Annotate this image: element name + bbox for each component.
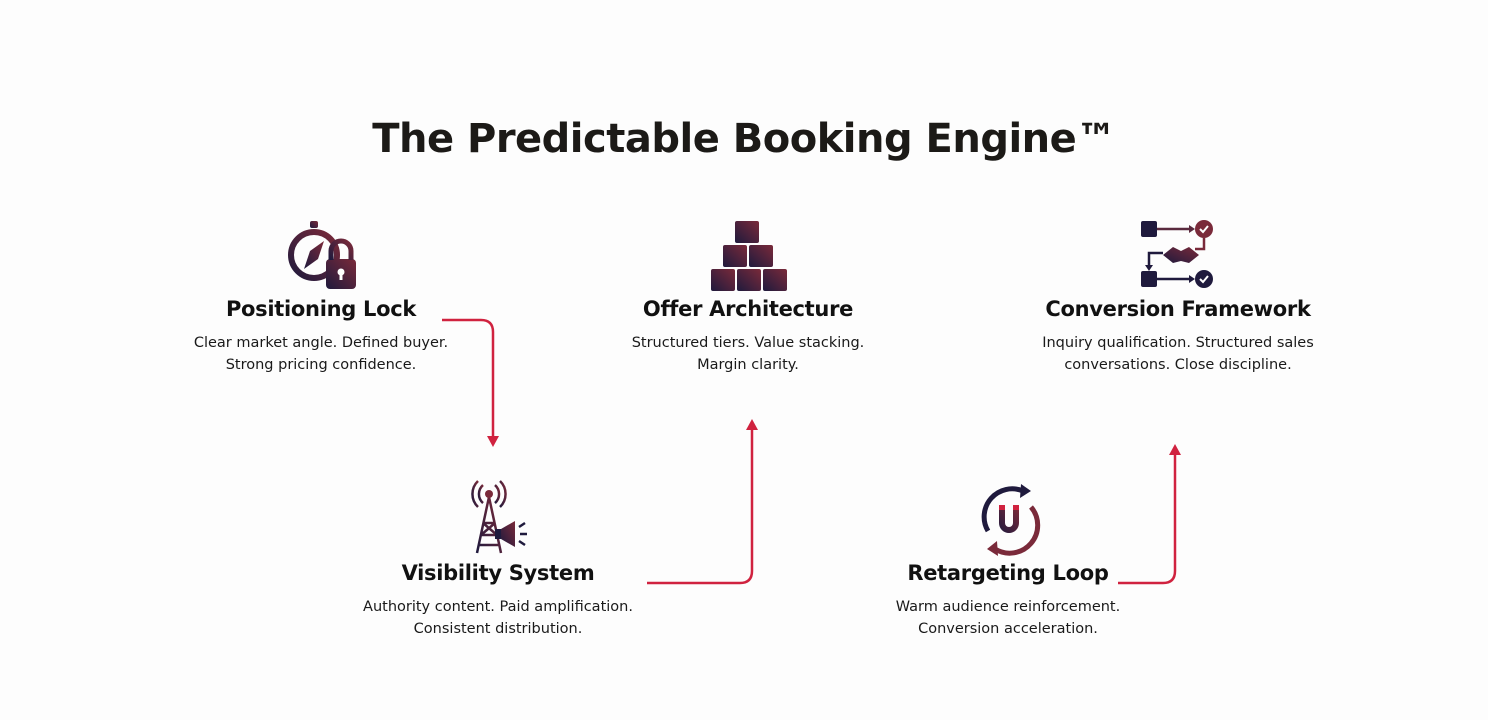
step-positioning-lock: Positioning Lock Clear market angle. Def… <box>161 215 481 376</box>
step-description: Structured tiers. Value stacking. Margin… <box>631 335 865 373</box>
step-description: Clear market angle. Defined buyer. Stron… <box>193 335 449 373</box>
step-visibility-system: Visibility System Authority content. Pai… <box>338 479 658 640</box>
magnet-loop-icon <box>963 479 1053 559</box>
step-heading: Conversion Framework <box>1045 297 1311 321</box>
step-conversion-framework: Conversion Framework Inquiry qualificati… <box>1018 215 1338 376</box>
step-description: Authority content. Paid amplification. C… <box>363 599 633 637</box>
step-heading: Visibility System <box>401 561 595 585</box>
arrow-visibility-to-offer <box>647 428 754 585</box>
step-heading: Positioning Lock <box>225 297 417 321</box>
step-heading: Offer Architecture <box>642 297 854 321</box>
arrowhead-up-icon <box>746 419 758 430</box>
compass-lock-icon <box>276 215 366 295</box>
arrowhead-up-icon <box>1169 444 1181 455</box>
step-heading: Retargeting Loop <box>907 561 1109 585</box>
step-offer-architecture: Offer Architecture Structured tiers. Val… <box>588 215 908 376</box>
page-title: The Predictable Booking Engine™ <box>372 116 1116 162</box>
stacked-blocks-icon <box>703 215 793 295</box>
step-retargeting-loop: Retargeting Loop Warm audience reinforce… <box>848 479 1168 640</box>
step-description: Warm audience reinforcement. Conversion … <box>895 599 1121 637</box>
arrow-positioning-to-visibility <box>442 318 495 438</box>
broadcast-tower-megaphone-icon <box>453 479 543 559</box>
arrowhead-down-icon <box>487 436 499 447</box>
step-description: Inquiry qualification. Structured sales … <box>1042 335 1314 373</box>
arrow-retargeting-to-conversion <box>1118 453 1177 585</box>
handshake-flow-icon <box>1133 215 1223 295</box>
